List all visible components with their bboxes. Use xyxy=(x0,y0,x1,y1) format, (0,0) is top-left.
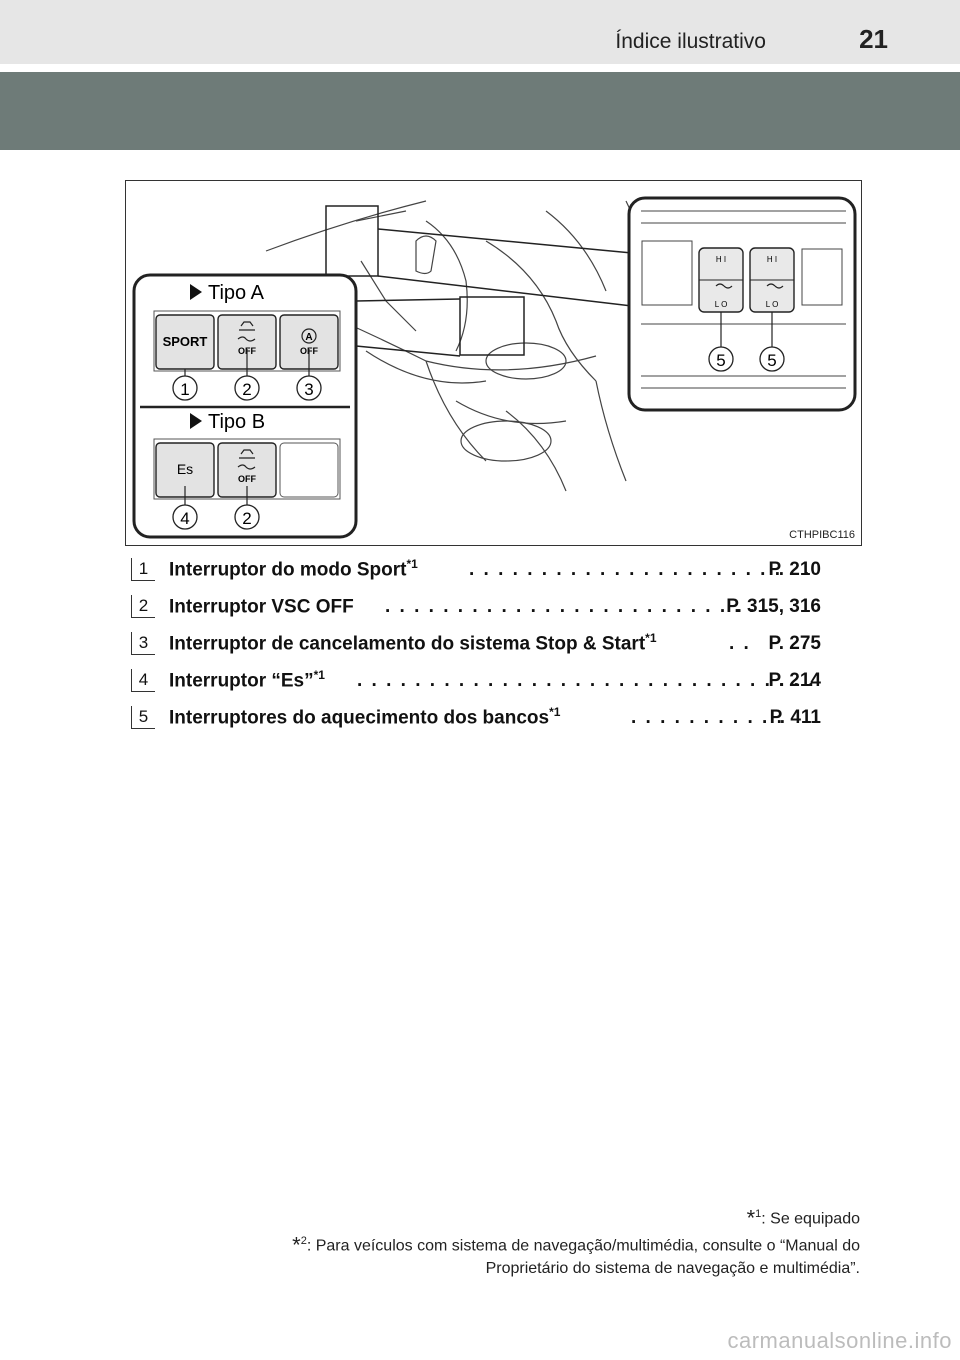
svg-text:A: A xyxy=(305,332,312,343)
list-item: 1 Interruptor do modo Sport*1 . . . . . … xyxy=(131,551,831,588)
item-leader-dots: . . . . . . . . . . . . . . . . . . . . … xyxy=(385,595,771,617)
svg-text:5: 5 xyxy=(767,351,776,370)
svg-text:2: 2 xyxy=(242,509,251,528)
callout-3 xyxy=(296,375,322,401)
figure-code: CTHPIBC116 xyxy=(789,529,855,541)
item-number: 1 xyxy=(131,558,155,581)
page-reference: P. 210 xyxy=(768,558,821,580)
item-label: Interruptor do modo Sport*1 xyxy=(169,557,418,581)
header-band xyxy=(0,72,960,150)
page-reference: P. 275 xyxy=(768,632,821,654)
callout-1 xyxy=(172,375,198,401)
page-number: 21 xyxy=(859,24,888,54)
footnotes: *1: Se equipado *2: Para veículos com si… xyxy=(140,1203,860,1280)
page-reference: P. 315, 316 xyxy=(726,595,821,617)
svg-text:4: 4 xyxy=(180,509,189,528)
list-item: 5 Interruptores do aquecimento dos banco… xyxy=(131,699,831,736)
svg-text:SPORT: SPORT xyxy=(163,334,208,349)
item-leader-dots: . . xyxy=(729,632,751,654)
item-leader-dots: . . . . . . . . . . . . . . . . . . . . … xyxy=(469,558,812,580)
item-leader-dots: . . . . . . . . . . . xyxy=(631,706,784,728)
list-item: 3 Interruptor de cancelamento do sistema… xyxy=(131,625,831,662)
console-drawing: H I H I L O L O 5 5 Tipo A SPORT OFF xyxy=(132,196,857,539)
tipo-b-label: Tipo B xyxy=(208,411,265,433)
item-label: Interruptor VSC OFF xyxy=(169,596,354,618)
mode-switch-inset: Tipo A SPORT OFF A OFF 1 2 3 Tipo B xyxy=(132,273,358,539)
item-leader-dots: . . . . . . . . . . . . . . . . . . . . … xyxy=(357,669,816,691)
item-label: Interruptor de cancelamento do sistema S… xyxy=(169,631,657,655)
stop-start-a-icon xyxy=(301,328,317,344)
footnote-2-continued: Proprietário do sistema de navegação e m… xyxy=(485,1259,860,1277)
svg-text:2: 2 xyxy=(242,380,251,399)
seat-heater-inset: H I H I L O L O 5 5 xyxy=(627,196,857,412)
heater-lo-right: L O xyxy=(766,300,779,309)
page-reference: P. 411 xyxy=(769,706,821,728)
callout-2-b xyxy=(234,504,260,530)
list-item: 2 Interruptor VSC OFF . . . . . . . . . … xyxy=(131,588,831,625)
console-illustration: H I H I L O L O 5 5 Tipo A SPORT OFF xyxy=(125,180,862,546)
footnote-2: *2: Para veículos com sistema de navegaç… xyxy=(292,1232,860,1258)
list-item: 4 Interruptor “Es”*1 . . . . . . . . . .… xyxy=(131,662,831,699)
vsc-car-icon xyxy=(239,321,255,331)
page-reference: P. 214 xyxy=(768,669,821,691)
tipo-b-marker xyxy=(190,413,202,429)
tipo-a-label: Tipo A xyxy=(208,282,265,304)
heater-hi-left: H I xyxy=(716,255,726,264)
svg-text:1: 1 xyxy=(180,380,189,399)
svg-text:5: 5 xyxy=(716,351,725,370)
heater-lo-left: L O xyxy=(715,300,728,309)
seat-heat-icon xyxy=(766,283,784,289)
skid-icon xyxy=(237,464,256,470)
leader-lines xyxy=(355,228,633,357)
item-label: Interruptores do aquecimento dos bancos*… xyxy=(169,705,561,729)
svg-text:3: 3 xyxy=(304,380,313,399)
header-bar xyxy=(0,0,960,64)
callout-4 xyxy=(172,504,198,530)
mode-switch-location xyxy=(459,296,525,356)
tipo-a-marker xyxy=(190,284,202,300)
footnote-1: *1: Se equipado xyxy=(746,1205,860,1231)
svg-text:OFF: OFF xyxy=(238,474,256,484)
callout-5-right xyxy=(759,346,785,372)
svg-text:Es: Es xyxy=(177,461,193,477)
skid-icon xyxy=(237,336,256,342)
heater-hi-right: H I xyxy=(767,255,777,264)
section-title: Índice ilustrativo xyxy=(615,30,766,53)
callout-5-left xyxy=(708,346,734,372)
watermark: carmanualsonline.info xyxy=(727,1328,952,1353)
item-number: 4 xyxy=(131,669,155,692)
item-label: Interruptor “Es”*1 xyxy=(169,668,325,692)
callout-2 xyxy=(234,375,260,401)
heater-switch-location xyxy=(325,205,379,277)
item-number: 5 xyxy=(131,706,155,729)
component-list: 1 Interruptor do modo Sport*1 . . . . . … xyxy=(131,551,831,736)
vsc-car-icon xyxy=(239,449,255,459)
seat-heat-icon xyxy=(715,283,733,289)
item-number: 2 xyxy=(131,595,155,618)
item-number: 3 xyxy=(131,632,155,655)
